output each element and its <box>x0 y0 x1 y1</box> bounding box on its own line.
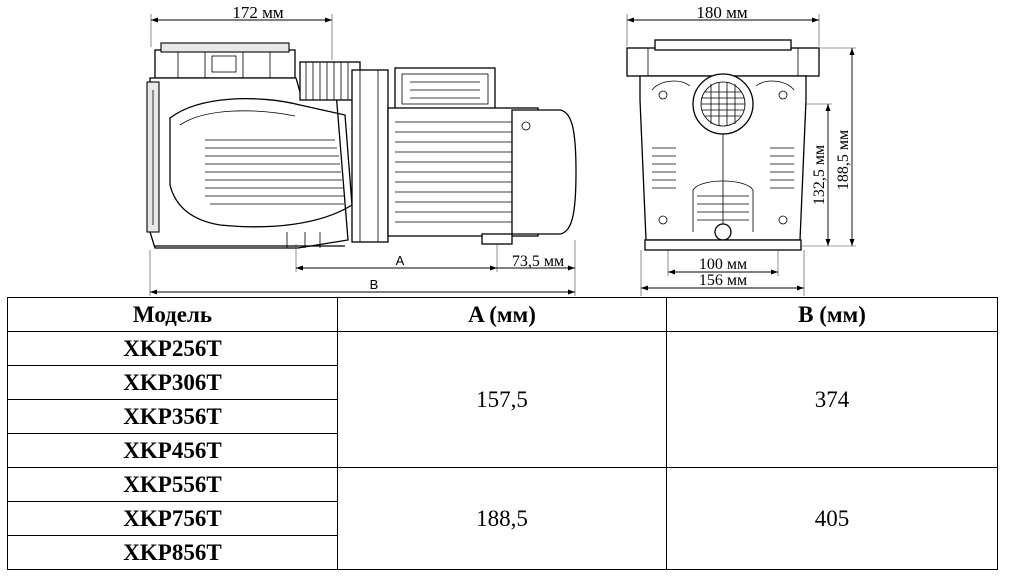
pump-front-view: 180 мм <box>626 3 856 296</box>
pump-side-view: 172 мм <box>146 3 577 296</box>
side-width-label: 172 мм <box>232 3 284 22</box>
header-model: Модель <box>7 297 338 332</box>
front-axis-height-label: 132,5 мм <box>811 145 828 205</box>
pump-dimension-drawing: 172 мм <box>146 3 856 296</box>
model-cell: XKP456T <box>7 433 338 468</box>
model-cell: XKP556T <box>7 467 338 502</box>
front-width-label: 180 мм <box>696 3 748 22</box>
model-cell: XKP856T <box>7 535 338 570</box>
table-row: XKP856T <box>7 535 998 570</box>
dim-a-label: A <box>396 253 405 268</box>
model-cell: XKP356T <box>7 399 338 434</box>
value-a-cell: 188,5 <box>337 467 667 570</box>
model-cell: XKP256T <box>7 331 338 366</box>
front-inner-base-label: 100 мм <box>699 256 747 273</box>
table-row: XKP756T <box>7 501 998 536</box>
value-a-cell: 157,5 <box>337 331 667 468</box>
model-cell: XKP306T <box>7 365 338 400</box>
header-a: A (мм) <box>337 297 667 332</box>
foot-offset-label: 73,5 мм <box>512 253 564 270</box>
model-dimensions-table: Модель A (мм) B (мм) XKP256T 157,5 374 X… <box>7 297 998 570</box>
table-row: XKP356T <box>7 399 998 434</box>
front-total-height-label: 188,5 мм <box>835 130 852 190</box>
table-header-row: Модель A (мм) B (мм) <box>7 297 998 332</box>
value-b-cell: 405 <box>666 467 998 570</box>
header-b: B (мм) <box>666 297 998 332</box>
front-outer-base-label: 156 мм <box>699 272 747 289</box>
table-row: XKP256T 157,5 374 <box>7 331 998 468</box>
value-b-cell: 374 <box>666 331 998 468</box>
dim-b-label: B <box>370 277 379 292</box>
model-cell: XKP756T <box>7 501 338 536</box>
table-row: XKP556T 188,5 405 <box>7 467 998 570</box>
